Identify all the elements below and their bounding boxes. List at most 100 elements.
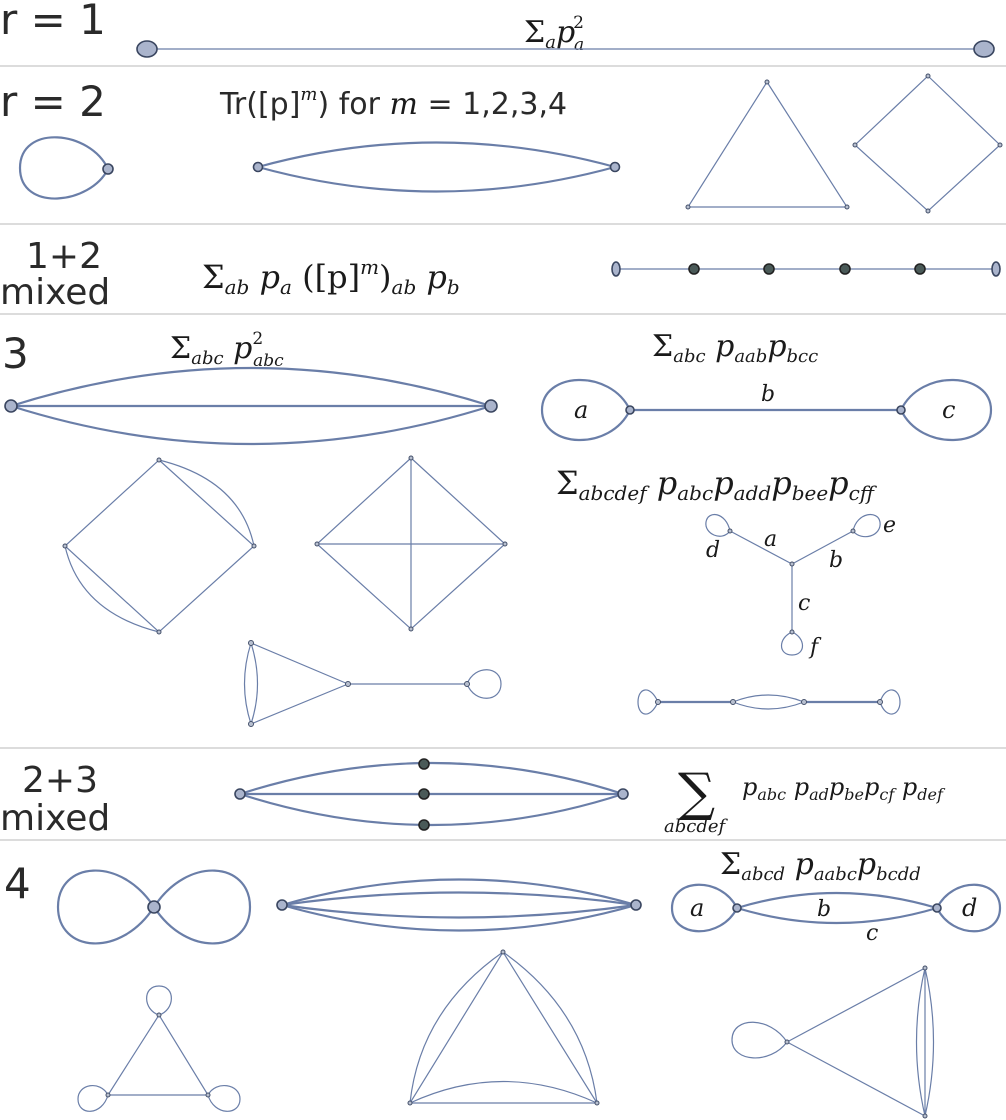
graph-edge <box>786 967 926 1043</box>
graph-edge <box>732 694 805 703</box>
edge-label: b <box>761 382 775 407</box>
graph-vertex <box>617 788 629 800</box>
graph-vertex <box>764 79 770 85</box>
graph-vertex <box>408 626 414 632</box>
graph-edge <box>409 951 504 1104</box>
graph-vertex <box>925 208 931 214</box>
graph-vertex <box>789 561 795 567</box>
graph-vertex <box>973 40 995 58</box>
graph-edge <box>729 530 793 565</box>
graph-edge <box>791 530 854 565</box>
graph-vertex <box>248 640 254 646</box>
graph-vertex-mixed <box>418 788 430 800</box>
graph-loop <box>637 689 659 715</box>
graph-edge <box>281 878 637 907</box>
graph-vertex-mixed <box>839 263 851 275</box>
graph-triangle <box>686 80 849 208</box>
row-label-mixed12-line2: mixed <box>0 272 110 313</box>
row-label-mixed23-line2: mixed <box>0 798 110 839</box>
graph-edge <box>915 967 926 1117</box>
graph-vertex <box>594 1100 600 1106</box>
graph-vertex <box>502 541 508 547</box>
graph-edge <box>409 1080 598 1104</box>
graph-square <box>854 75 1001 212</box>
graph-loop <box>146 985 172 1016</box>
graph-edge <box>239 761 624 796</box>
graph-vertex <box>234 788 246 800</box>
graph-loop <box>466 669 502 699</box>
edge-label: d <box>706 538 720 563</box>
graph-vertex <box>408 455 414 461</box>
row-label-mixed12-line1: 1+2 <box>26 236 102 277</box>
edge-label: c <box>798 591 810 616</box>
edge-label: a <box>690 894 704 922</box>
graph-vertex <box>611 261 621 277</box>
edge-label: b <box>829 548 843 573</box>
graph-vertex <box>789 629 795 635</box>
graph-edge <box>281 903 637 932</box>
graph-vertex <box>997 142 1003 148</box>
formula-r2: Tr([p]m) for m = 1,2,3,4 <box>219 84 567 122</box>
edge-label: c <box>942 396 955 424</box>
graph-vertex <box>276 899 288 911</box>
row-label-r3: 3 <box>2 329 29 378</box>
graph-vertex <box>844 204 850 210</box>
graph-vertex <box>801 699 807 705</box>
formula-mixed23-sub: abcdef <box>664 816 729 837</box>
graph-vertex <box>922 1113 928 1119</box>
graph-edge <box>924 967 935 1117</box>
graph-edge <box>10 366 492 408</box>
graph-loop <box>879 689 901 715</box>
graph-vertex <box>251 543 257 549</box>
graph-loop <box>705 513 731 537</box>
graph-vertex <box>727 528 733 534</box>
graph-loop <box>207 1085 241 1112</box>
graph-edge <box>64 545 160 633</box>
graph-loop <box>852 513 881 538</box>
graph-triangle <box>408 950 599 1104</box>
graph-edge <box>786 1041 926 1117</box>
graph-vertex <box>4 399 18 413</box>
graph-vertex <box>655 699 661 705</box>
graph-vertex <box>625 405 635 415</box>
formula-r3-dumbbell: Σabc paabpbcc <box>652 329 818 367</box>
graph-edge <box>158 459 255 547</box>
graph-loop <box>731 1021 788 1059</box>
formula-r3-star: Σabcdef pabcpaddpbeepcff <box>556 464 878 505</box>
graph-edge <box>250 642 349 685</box>
edge-label: d <box>962 894 977 922</box>
graph-loop <box>899 378 993 442</box>
graph-vertex <box>62 543 68 549</box>
graph-vertex <box>147 900 161 914</box>
graph-vertex <box>407 1100 413 1106</box>
graph-vertex-mixed <box>418 819 430 831</box>
graph-vertex <box>784 1039 790 1045</box>
graph-vertex <box>252 161 264 173</box>
graph-vertex <box>102 163 114 175</box>
graph-vertex <box>609 161 621 173</box>
graph-vertex <box>136 40 158 58</box>
graph-edge <box>243 642 252 725</box>
formula-mixed23-terms: pabc padpbepcf pdef <box>742 773 946 804</box>
edge-label: f <box>808 635 822 660</box>
graph-edge <box>10 404 492 446</box>
graph-vertex <box>156 629 162 635</box>
graph-vertex-mixed <box>688 263 700 275</box>
graph-vertex <box>156 457 162 463</box>
graph-vertex <box>932 903 942 913</box>
graph-vertex <box>685 204 691 210</box>
graph-vertex <box>925 73 931 79</box>
graph-vertex <box>922 965 928 971</box>
graph-edge <box>732 701 805 710</box>
graph-edge <box>257 141 616 169</box>
graph-edge <box>736 891 938 910</box>
graph-loop <box>670 883 739 933</box>
row-label-r4: 4 <box>4 859 31 908</box>
graph-vertex <box>850 528 856 534</box>
graph-vertex <box>852 142 858 148</box>
graph-vertex <box>464 681 470 687</box>
row-label-r2: r = 2 <box>0 77 106 126</box>
graph-loop <box>935 883 1002 933</box>
